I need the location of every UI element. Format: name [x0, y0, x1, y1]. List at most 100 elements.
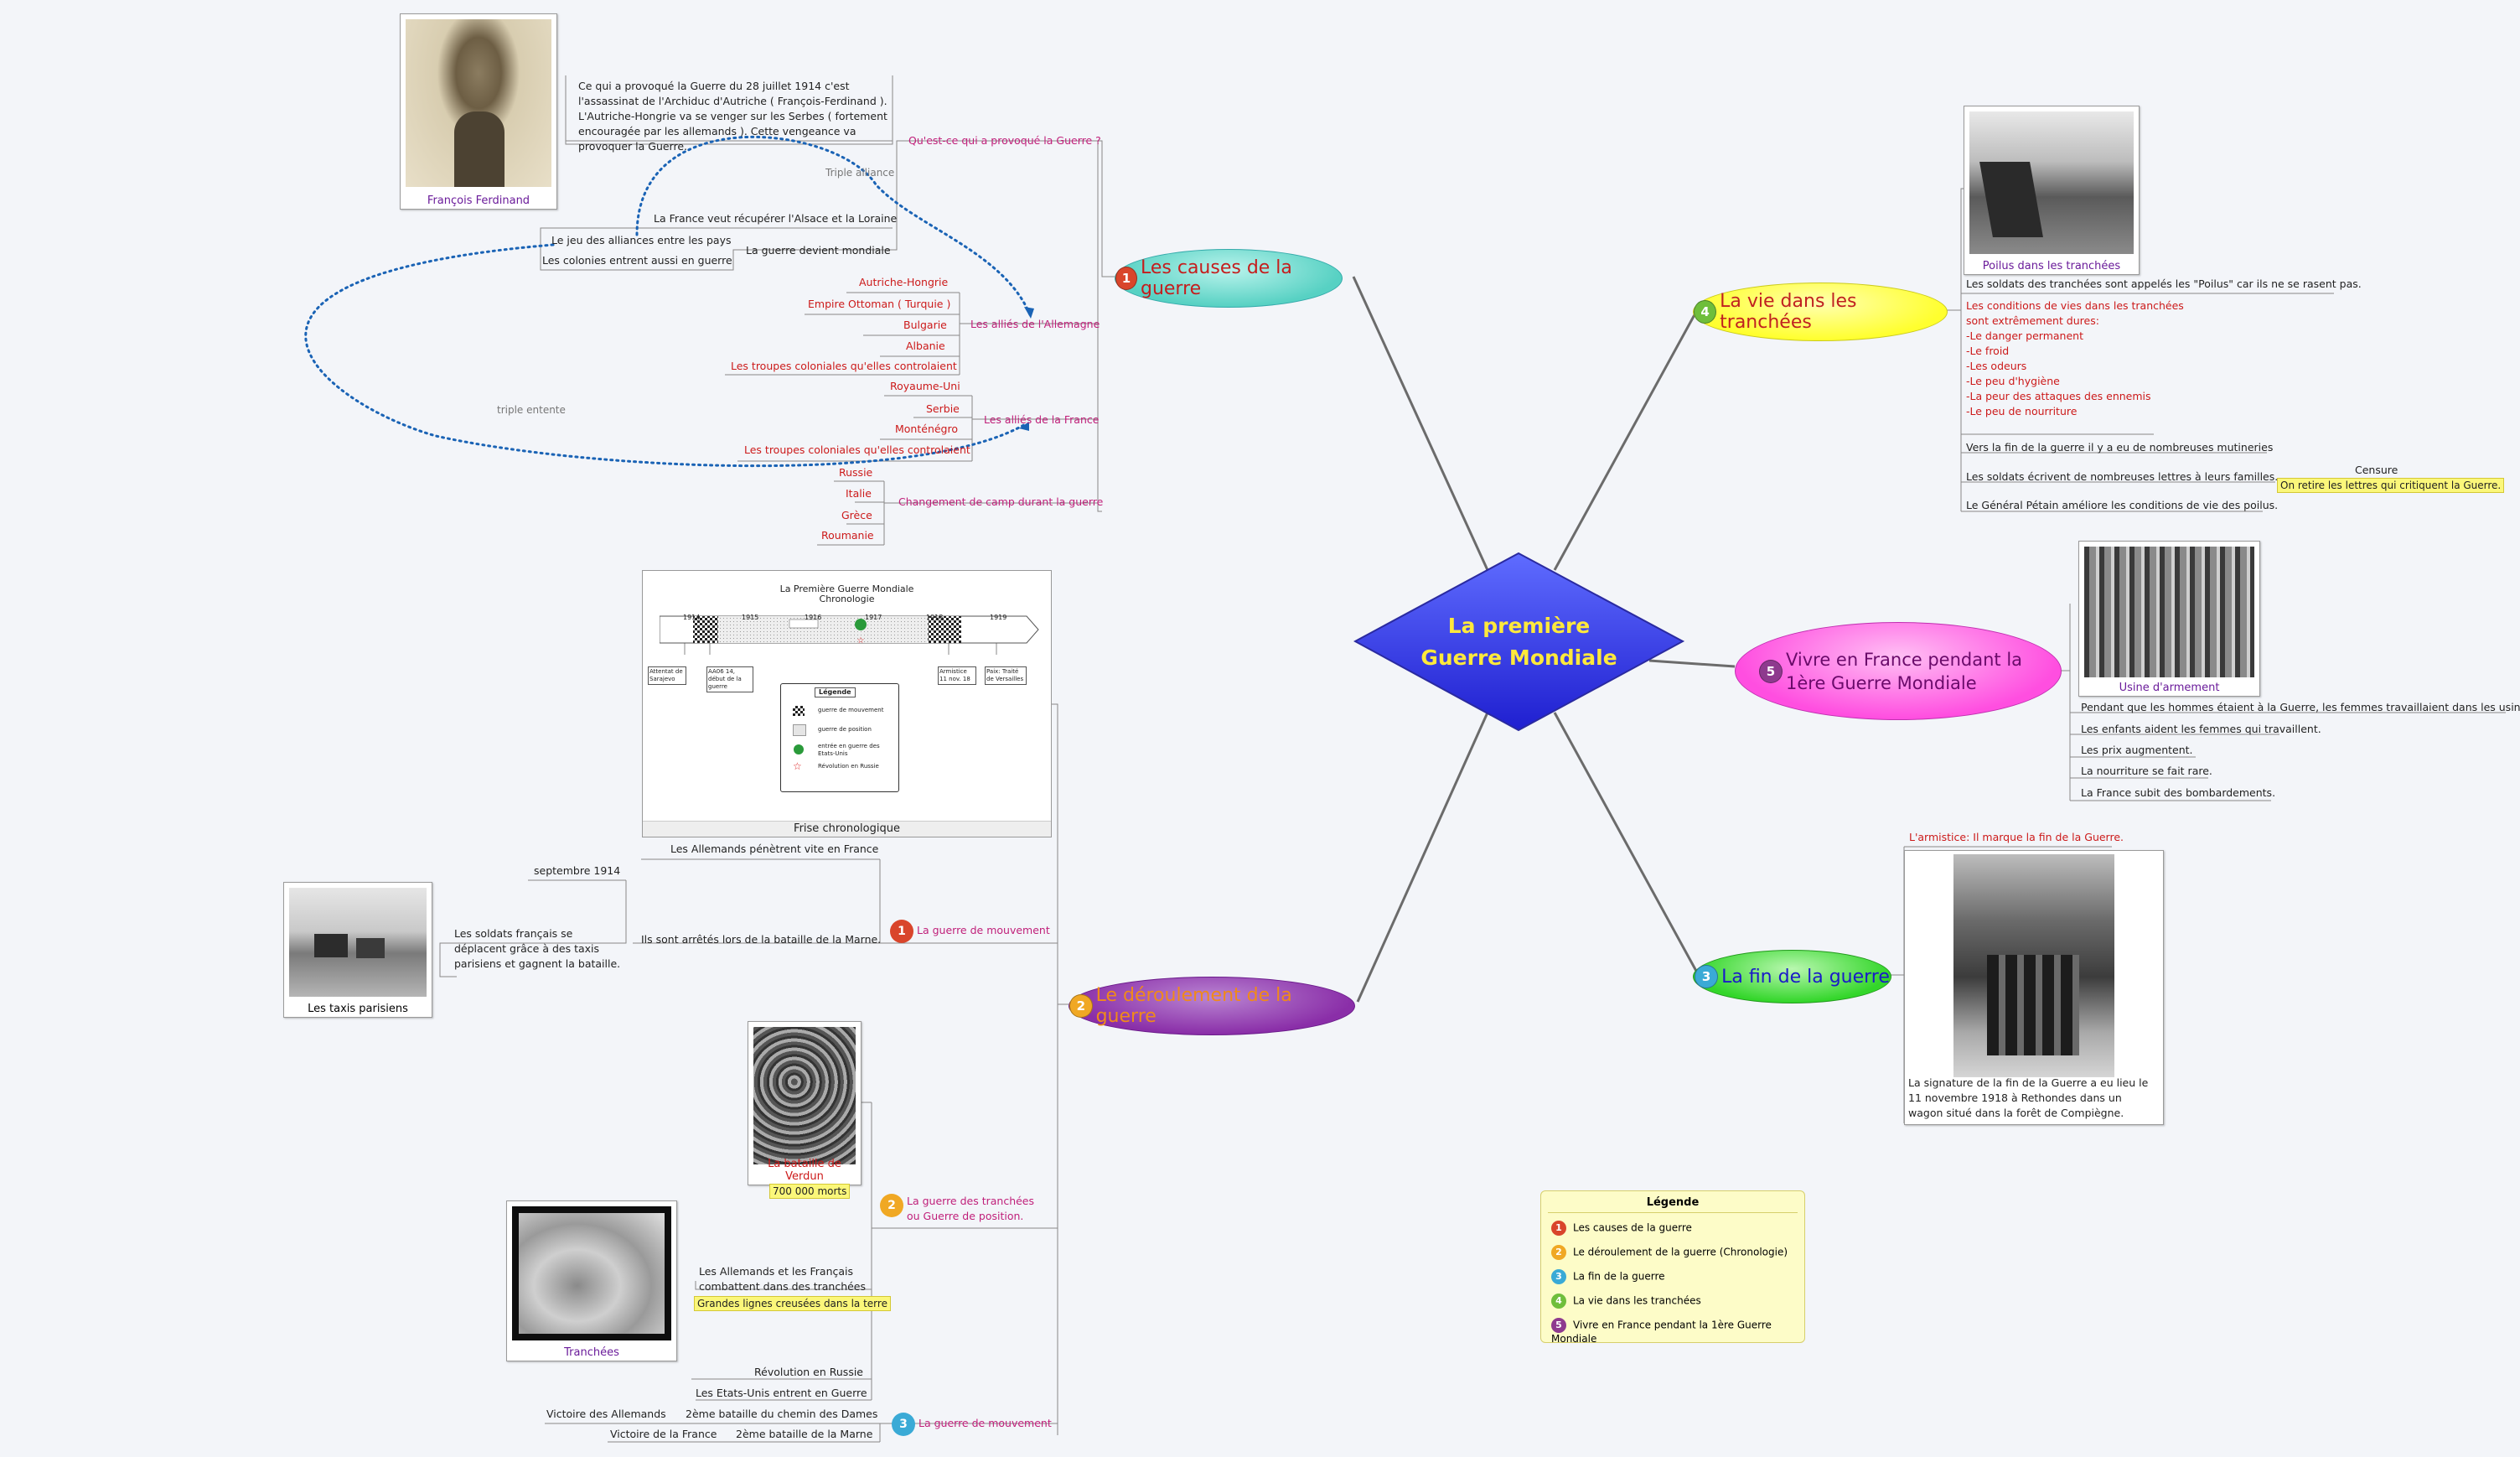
node-provoque[interactable]: Qu'est-ce qui a provoqué la Guerre ?	[908, 134, 1101, 147]
ally-france-item[interactable]: Monténégro	[895, 423, 959, 435]
topic-france[interactable]: 5 Vivre en France pendant la 1ère Guerre…	[1735, 622, 2062, 720]
node-marne-2[interactable]: 2ème bataille de la Marne	[736, 1428, 873, 1440]
legend-swatch-checker	[793, 706, 805, 716]
chrono-caption: Frise chronologique	[794, 822, 900, 835]
photo-francois-ferdinand[interactable]: François Ferdinand	[400, 13, 557, 210]
factory-image	[2084, 547, 2254, 677]
branch-line-france	[1648, 659, 1736, 668]
node-victoire-france[interactable]: Victoire de la France	[610, 1428, 717, 1440]
topic-fin[interactable]: 3 La fin de la guerre	[1693, 950, 1891, 1003]
node-changement-camp[interactable]: Changement de camp durant la guerre	[898, 495, 1104, 508]
number-3-icon: 3	[892, 1412, 915, 1436]
topic-tranchees[interactable]: 4 La vie dans les tranchées	[1693, 283, 1948, 341]
ally-france-item[interactable]: Les troupes coloniales qu'elles controla…	[744, 443, 970, 456]
node-bataille-marne[interactable]: Ils sont arrêtés lors de la bataille de …	[641, 933, 882, 946]
node-guerre-mondiale[interactable]: La guerre devient mondiale	[746, 244, 891, 257]
node-etats-unis[interactable]: Les Etats-Unis entrent en Guerre	[696, 1387, 867, 1399]
changement-item[interactable]: Roumanie	[821, 529, 874, 542]
france-item[interactable]: Les enfants aident les femmes qui travai…	[2081, 723, 2321, 735]
topic-causes[interactable]: 1 Les causes de la guerre	[1115, 249, 1343, 308]
node-combattent[interactable]: Les Allemands et les Français combattent…	[699, 1265, 867, 1293]
france-item[interactable]: La nourriture se fait rare.	[2081, 765, 2212, 777]
node-jeu-alliances[interactable]: Le jeu des alliances entre les pays	[551, 234, 732, 246]
chrono-year: 1915	[742, 614, 759, 621]
portrait-image	[406, 19, 551, 187]
chrono-legend: Légende guerre de mouvement guerre de po…	[780, 683, 899, 792]
node-allies-france[interactable]: Les alliés de la France	[984, 413, 1100, 426]
number-5-icon: 5	[1551, 1318, 1566, 1333]
wagon-image	[1953, 854, 2114, 1077]
changement-item[interactable]: Russie	[839, 466, 873, 479]
photo-taxis-parisiens[interactable]: Les taxis parisiens	[283, 882, 432, 1018]
topic-causes-label: Les causes de la guerre	[1140, 257, 1292, 299]
france-item[interactable]: La France subit des bombardements.	[2081, 786, 2276, 799]
ally-allemagne-item[interactable]: Bulgarie	[903, 319, 947, 331]
node-allemands-vite[interactable]: Les Allemands pénètrent vite en France	[670, 843, 879, 855]
photo-caption: Usine d'armement	[2119, 682, 2220, 694]
photo-caption: La bataille de Verdun	[768, 1158, 841, 1183]
node-poilus[interactable]: Les soldats des tranchées sont appelés l…	[1966, 277, 2362, 290]
node-taxis-text[interactable]: Les soldats français se déplacent grâce …	[454, 927, 621, 970]
photo-tranchees[interactable]: Tranchées	[506, 1200, 677, 1361]
node-label: La guerre de mouvement	[918, 1417, 1052, 1429]
photo-poilus[interactable]: Poilus dans les tranchées	[1964, 106, 2140, 275]
node-lettres[interactable]: Les soldats écrivent de nombreuses lettr…	[1966, 470, 2279, 483]
node-censure-note[interactable]: On retire les lettres qui critiquent la …	[2277, 478, 2505, 493]
central-topic[interactable]: La première Guerre Mondiale	[1353, 552, 1684, 732]
ally-allemagne-item[interactable]: Les troupes coloniales qu'elles controla…	[731, 360, 957, 372]
condition-item: -Le danger permanent	[1966, 329, 2083, 342]
ally-allemagne-item[interactable]: Autriche-Hongrie	[859, 276, 949, 288]
node-mutineries[interactable]: Vers la fin de la guerre il y a eu de no…	[1966, 441, 2274, 454]
chrono-legend-item: guerre de position	[818, 726, 872, 733]
node-septembre-1914[interactable]: septembre 1914	[534, 864, 621, 877]
label-triple-entente: triple entente	[497, 404, 566, 416]
node-revolution-russie[interactable]: Révolution en Russie	[754, 1366, 863, 1378]
topic-france-label: Vivre en France pendant la 1ère Guerre M…	[1786, 649, 2023, 693]
verdun-morts-note: 700 000 morts	[769, 1184, 851, 1199]
france-item[interactable]: Les prix augmentent.	[2081, 744, 2193, 756]
photo-caption: Poilus dans les tranchées	[1982, 260, 2121, 272]
ally-allemagne-item[interactable]: Empire Ottoman ( Turquie )	[808, 298, 951, 310]
photo-caption: Les taxis parisiens	[308, 1003, 408, 1015]
france-item[interactable]: Pendant que les hommes étaient à la Guer…	[2081, 701, 2520, 713]
node-alsace[interactable]: La France veut récupérer l'Alsace et la …	[654, 212, 898, 225]
conditions-title: Les conditions de vies dans les tranchée…	[1966, 299, 2184, 327]
photo-usine-armement[interactable]: Usine d'armement	[2078, 541, 2260, 697]
node-colonies[interactable]: Les colonies entrent aussi en guerre	[542, 254, 732, 267]
branch-line-deroulement	[1356, 712, 1489, 1003]
changement-item[interactable]: Grèce	[841, 509, 872, 521]
topic-deroulement[interactable]: 2 Le déroulement de la guerre	[1069, 977, 1355, 1035]
node-armistice[interactable]: L'armistice: Il marque la fin de la Guer…	[1909, 831, 2124, 843]
ally-france-item[interactable]: Serbie	[926, 402, 960, 415]
node-conditions[interactable]: Les conditions de vies dans les tranchée…	[1966, 298, 2209, 419]
chrono-event: Armistice 11 nov. 18	[938, 666, 976, 685]
node-label: La guerre des tranchées ou Guerre de pos…	[907, 1195, 1035, 1222]
chrono-legend-item: entrée en guerre des Etats-Unis	[818, 743, 880, 757]
photo-signature-armistice[interactable]: La signature de la fin de la Guerre a eu…	[1904, 850, 2164, 1125]
chronology-image[interactable]: La Première Guerre Mondiale Chronologie …	[642, 570, 1052, 837]
branch-line-causes	[1352, 276, 1489, 571]
ally-france-item[interactable]: Royaume-Uni	[890, 380, 960, 392]
number-1-icon: 1	[1551, 1221, 1566, 1236]
condition-item: -Le peu de nourriture	[1966, 405, 2078, 417]
photo-bataille-verdun[interactable]: La bataille de Verdun	[748, 1021, 862, 1185]
node-petain[interactable]: Le Général Pétain améliore les condition…	[1966, 499, 2279, 511]
central-topic-title: La première Guerre Mondiale	[1420, 614, 1617, 670]
changement-item[interactable]: Italie	[846, 487, 872, 500]
node-grandes-lignes[interactable]: Grandes lignes creusées dans la terre	[694, 1296, 891, 1311]
label-censure: Censure	[2355, 464, 2398, 476]
topic-tranchees-label: La vie dans les tranchées	[1720, 291, 1857, 333]
node-allies-allemagne[interactable]: Les alliés de l'Allemagne	[970, 318, 1100, 330]
chrono-subtitle: Chronologie	[819, 594, 875, 604]
ally-allemagne-item[interactable]: Albanie	[906, 340, 945, 352]
condition-item: -Les odeurs	[1966, 360, 2027, 372]
node-victoire-allemands[interactable]: Victoire des Allemands	[546, 1408, 666, 1420]
number-2-icon: 2	[880, 1194, 903, 1217]
node-chemin-dames[interactable]: 2ème bataille du chemin des Dames	[686, 1408, 878, 1420]
